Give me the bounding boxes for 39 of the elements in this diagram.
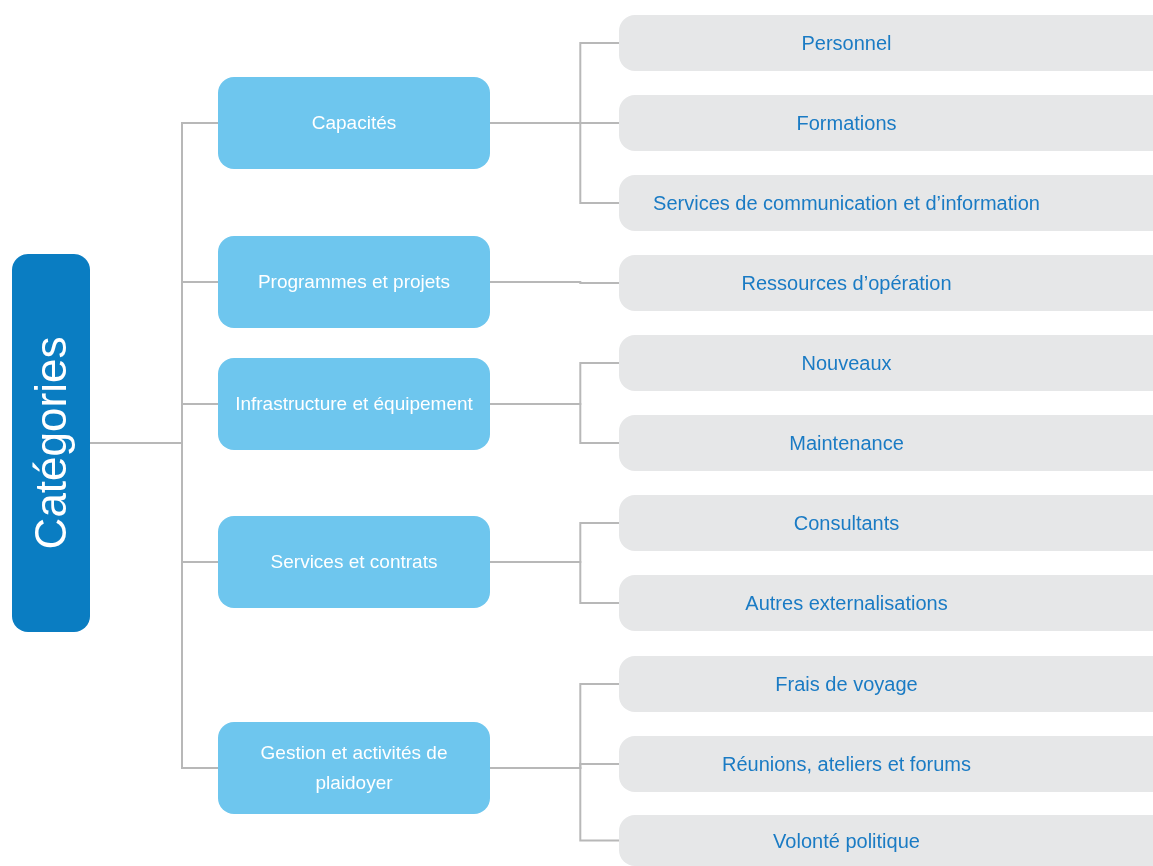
category-label: Frais de voyage <box>775 672 918 697</box>
category-label: Ressources d’opération <box>741 271 952 296</box>
category-label: Volonté politique <box>773 828 920 854</box>
category-label: Personnel <box>801 31 892 56</box>
subcategory-box <box>619 575 1153 631</box>
subcategory-box <box>619 15 1153 71</box>
connector-line <box>489 122 620 204</box>
connector-line <box>489 561 620 604</box>
category-root-box <box>12 254 90 632</box>
category-box <box>218 358 490 450</box>
category-label: Réunions, ateliers et forums <box>722 752 971 777</box>
category-label: Services et contrats <box>270 550 438 574</box>
connector-line <box>489 767 620 842</box>
subcategory-box <box>619 95 1153 151</box>
connector-line <box>489 281 620 284</box>
category-label: Gestion et activités de plaidoyer <box>259 741 449 795</box>
subcategory-box <box>619 736 1153 792</box>
subcategory-box <box>619 815 1153 866</box>
subcategory-box <box>619 656 1153 712</box>
category-title: Catégories <box>29 336 73 550</box>
category-label: Formations <box>796 111 897 136</box>
subcategory-box <box>619 175 1153 231</box>
category-label: Autres externalisations <box>745 591 948 616</box>
category-label: Services de communication et d’information <box>653 191 1040 216</box>
category-box <box>218 516 490 608</box>
category-label: Capacités <box>311 111 397 135</box>
subcategory-box <box>619 495 1153 551</box>
subcategory-box <box>619 335 1153 391</box>
category-box <box>218 722 490 814</box>
connector-line <box>489 403 620 444</box>
category-label: Programmes et projets <box>257 270 451 294</box>
subcategory-box <box>619 415 1153 471</box>
category-box <box>218 77 490 169</box>
subcategory-box <box>619 255 1153 311</box>
category-label: Nouveaux <box>801 351 892 376</box>
category-label: Infrastructure et équipement <box>235 392 473 416</box>
category-label: Maintenance <box>789 431 904 456</box>
category-box <box>218 236 490 328</box>
category-label: Consultants <box>793 511 900 536</box>
